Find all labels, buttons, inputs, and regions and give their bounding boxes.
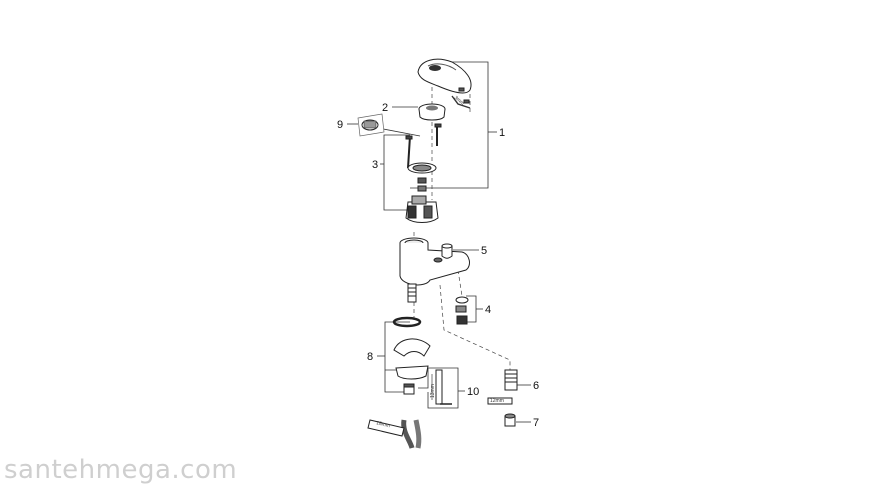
lever-handle: [417, 58, 472, 94]
dim-12mm: 12mm: [490, 398, 504, 404]
watermark: santehmega.com: [4, 455, 238, 485]
plug: [441, 243, 453, 259]
dim-13mm: 13mm: [430, 384, 436, 398]
wrench-18mm: [367, 419, 405, 437]
cap: [418, 103, 446, 121]
callout-10: 10: [467, 386, 479, 398]
callout-1: 1: [499, 127, 505, 139]
flex-hoses: [401, 419, 422, 449]
threaded-stud: [431, 369, 452, 405]
cartridge: [405, 195, 439, 223]
callout-labels: 1 2 3 4 5 6 7 8 9 10: [337, 102, 539, 429]
limiter-insert: [357, 113, 385, 137]
callout-5: 5: [481, 245, 487, 257]
callout-3: 3: [372, 159, 378, 171]
fixing-studs: [405, 123, 442, 169]
dimension-labels: 3mm 13mm 12mm 18mm: [376, 95, 504, 429]
dim-18mm: 18mm: [376, 420, 391, 429]
horseshoe-washer: [393, 338, 431, 357]
callout-8: 8: [367, 351, 373, 363]
fixing-plate: [395, 365, 429, 380]
handle-screw: [451, 87, 471, 109]
mixer-body: [399, 237, 470, 303]
callout-7: 7: [533, 417, 539, 429]
fixing-nut: [403, 383, 415, 395]
callout-6: 6: [533, 380, 539, 392]
callout-2: 2: [382, 102, 388, 114]
assembly-axes: [413, 80, 511, 370]
dim-3mm: 3mm: [453, 95, 465, 107]
callout-4: 4: [485, 304, 491, 316]
locking-ring: [407, 162, 437, 192]
connection-nut: [504, 413, 516, 427]
callout-9: 9: [337, 119, 343, 131]
check-valve: [487, 369, 518, 405]
o-ring: [392, 316, 422, 328]
aerator: [455, 296, 469, 325]
